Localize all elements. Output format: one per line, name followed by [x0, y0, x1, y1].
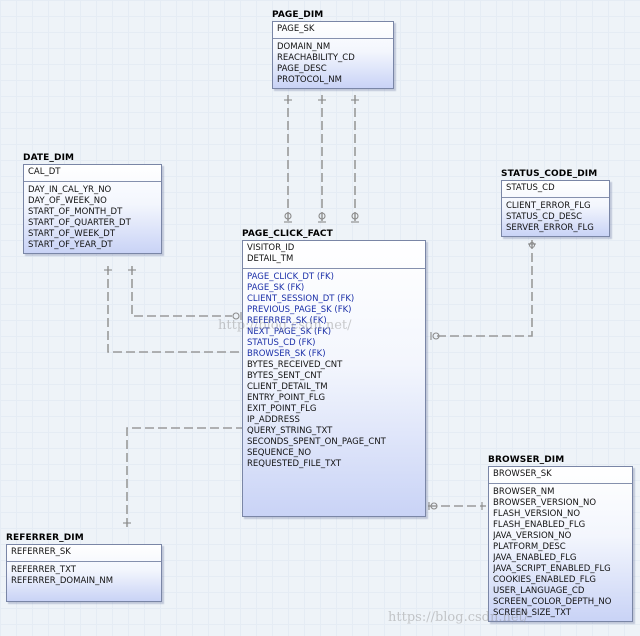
entity-browser-dim[interactable]: BROWSER_DIM BROWSER_SK BROWSER_NM BROWSE… — [488, 454, 633, 622]
column: JAVA_VERSION_NO — [493, 531, 572, 541]
entity-status-code-dim[interactable]: STATUS_CODE_DIM STATUS_CD CLIENT_ERROR_F… — [501, 168, 610, 237]
column: ENTRY_POINT_FLG — [247, 393, 326, 403]
zero-mark-page-2 — [318, 212, 326, 220]
column: SECONDS_SPENT_ON_PAGE_CNT — [247, 437, 386, 447]
pk-column: CAL_DT — [28, 167, 61, 177]
fk-column: BROWSER_SK (FK) — [247, 349, 326, 359]
fk-column: NEXT_PAGE_SK (FK) — [247, 327, 332, 337]
column: IP_ADDRESS — [247, 415, 300, 425]
entity-title: PAGE_DIM — [272, 10, 324, 20]
entity-box: CAL_DT DAY_IN_CAL_YR_NO DAY_OF_WEEK_NO S… — [23, 164, 162, 254]
column: REQUESTED_FILE_TXT — [247, 459, 342, 469]
pk-column: BROWSER_SK — [493, 469, 552, 479]
column: SCREEN_COLOR_DEPTH_NO — [493, 597, 612, 607]
attribute-section: DOMAIN_NM REACHABILITY_CD PAGE_DESC PROT… — [273, 39, 393, 88]
column: START_OF_MONTH_DT — [28, 207, 123, 217]
rel-cal-dt-2 — [107, 266, 242, 353]
column: JAVA_SCRIPT_ENABLED_FLG — [493, 564, 611, 574]
column: FLASH_ENABLED_FLG — [493, 520, 586, 530]
column: START_OF_QUARTER_DT — [28, 218, 131, 228]
entity-box: VISITOR_ID DETAIL_TM PAGE_CLICK_DT (FK) … — [242, 240, 426, 517]
entity-title: BROWSER_DIM — [488, 455, 565, 465]
primary-key-section: STATUS_CD — [502, 181, 609, 198]
pk-column: VISITOR_ID — [247, 243, 295, 253]
entity-title: PAGE_CLICK_FACT — [242, 229, 333, 239]
primary-key-section: VISITOR_ID DETAIL_TM — [243, 241, 425, 269]
entity-title: STATUS_CODE_DIM — [501, 169, 598, 179]
pk-column: PAGE_SK — [277, 24, 315, 34]
rel-cal-dt-1 — [131, 266, 232, 317]
fk-column: PAGE_CLICK_DT (FK) — [247, 272, 334, 282]
primary-key-section: PAGE_SK — [273, 22, 393, 39]
entity-box: BROWSER_SK BROWSER_NM BROWSER_VERSION_NO… — [488, 466, 633, 622]
column: REACHABILITY_CD — [277, 53, 355, 63]
column: REFERRER_TXT — [11, 565, 76, 575]
attribute-section: BROWSER_NM BROWSER_VERSION_NO FLASH_VERS… — [489, 484, 632, 621]
column: FLASH_VERSION_NO — [493, 509, 581, 519]
column: DAY_IN_CAL_YR_NO — [28, 185, 112, 195]
primary-key-section: REFERRER_SK — [7, 545, 161, 562]
fk-column: STATUS_CD (FK) — [247, 338, 316, 348]
fk-column: PREVIOUS_PAGE_SK (FK) — [247, 305, 352, 315]
attribute-section: REFERRER_TXT REFERRER_DOMAIN_NM — [7, 562, 161, 601]
pk-column: DETAIL_TM — [247, 254, 294, 264]
entity-title: REFERRER_DIM — [6, 533, 84, 543]
attribute-section: PAGE_CLICK_DT (FK) PAGE_SK (FK) CLIENT_S… — [243, 269, 425, 472]
column: EXIT_POINT_FLG — [247, 404, 317, 414]
column: USER_LANGUAGE_CD — [493, 586, 585, 596]
zero-mark-status-top — [528, 241, 536, 249]
entity-referrer-dim[interactable]: REFERRER_DIM REFERRER_SK REFERRER_TXT RE… — [6, 532, 162, 602]
entity-box: PAGE_SK DOMAIN_NM REACHABILITY_CD PAGE_D… — [272, 21, 394, 89]
column: CLIENT_DETAIL_TM — [247, 382, 328, 392]
fk-column: CLIENT_SESSION_DT (FK) — [247, 294, 355, 304]
entity-box: REFERRER_SK REFERRER_TXT REFERRER_DOMAIN… — [6, 544, 162, 602]
attribute-section: CLIENT_ERROR_FLG STATUS_CD_DESC SERVER_E… — [502, 198, 609, 236]
entity-page-click-fact[interactable]: PAGE_CLICK_FACT VISITOR_ID DETAIL_TM PAG… — [242, 228, 426, 517]
primary-key-section: CAL_DT — [24, 165, 161, 182]
column: PLATFORM_DESC — [493, 542, 566, 552]
fk-column: REFERRER_SK (FK) — [247, 316, 327, 326]
primary-key-section: BROWSER_SK — [489, 467, 632, 484]
column: SCREEN_SIZE_TXT — [493, 608, 571, 618]
rel-status-cd — [434, 240, 533, 337]
entity-title: DATE_DIM — [23, 153, 75, 163]
column: QUERY_STRING_TXT — [247, 426, 333, 436]
column: DAY_OF_WEEK_NO — [28, 196, 107, 206]
column: PROTOCOL_NM — [277, 75, 342, 85]
column: REFERRER_DOMAIN_NM — [11, 576, 114, 586]
pk-column: REFERRER_SK — [11, 547, 71, 557]
fk-column: PAGE_SK (FK) — [247, 283, 305, 293]
entity-box: STATUS_CD CLIENT_ERROR_FLG STATUS_CD_DES… — [501, 180, 610, 237]
column: DOMAIN_NM — [277, 42, 331, 52]
column: BROWSER_NM — [493, 487, 555, 497]
column: BROWSER_VERSION_NO — [493, 498, 597, 508]
zero-mark-date-1 — [232, 312, 240, 320]
pk-column: STATUS_CD — [506, 183, 555, 193]
column: BYTES_SENT_CNT — [247, 371, 322, 381]
column: CLIENT_ERROR_FLG — [506, 201, 591, 211]
column: BYTES_RECEIVED_CNT — [247, 360, 343, 370]
column: PAGE_DESC — [277, 64, 327, 74]
zero-mark-browser — [430, 502, 438, 510]
zero-mark-page-1 — [284, 212, 292, 220]
column: SERVER_ERROR_FLG — [506, 223, 594, 233]
column: COOKIES_ENABLED_FLG — [493, 575, 596, 585]
entity-date-dim[interactable]: DATE_DIM CAL_DT DAY_IN_CAL_YR_NO DAY_OF_… — [23, 152, 162, 254]
column: STATUS_CD_DESC — [506, 212, 583, 222]
column: START_OF_WEEK_DT — [28, 229, 116, 239]
column: START_OF_YEAR_DT — [28, 240, 113, 250]
rel-referrer-sk — [126, 427, 242, 527]
column: JAVA_ENABLED_FLG — [493, 553, 577, 563]
zero-mark-status — [432, 332, 440, 340]
column: SEQUENCE_NO — [247, 448, 312, 458]
zero-mark-page-3 — [351, 212, 359, 220]
entity-page-dim[interactable]: PAGE_DIM PAGE_SK DOMAIN_NM REACHABILITY_… — [272, 9, 394, 89]
attribute-section: DAY_IN_CAL_YR_NO DAY_OF_WEEK_NO START_OF… — [24, 182, 161, 253]
